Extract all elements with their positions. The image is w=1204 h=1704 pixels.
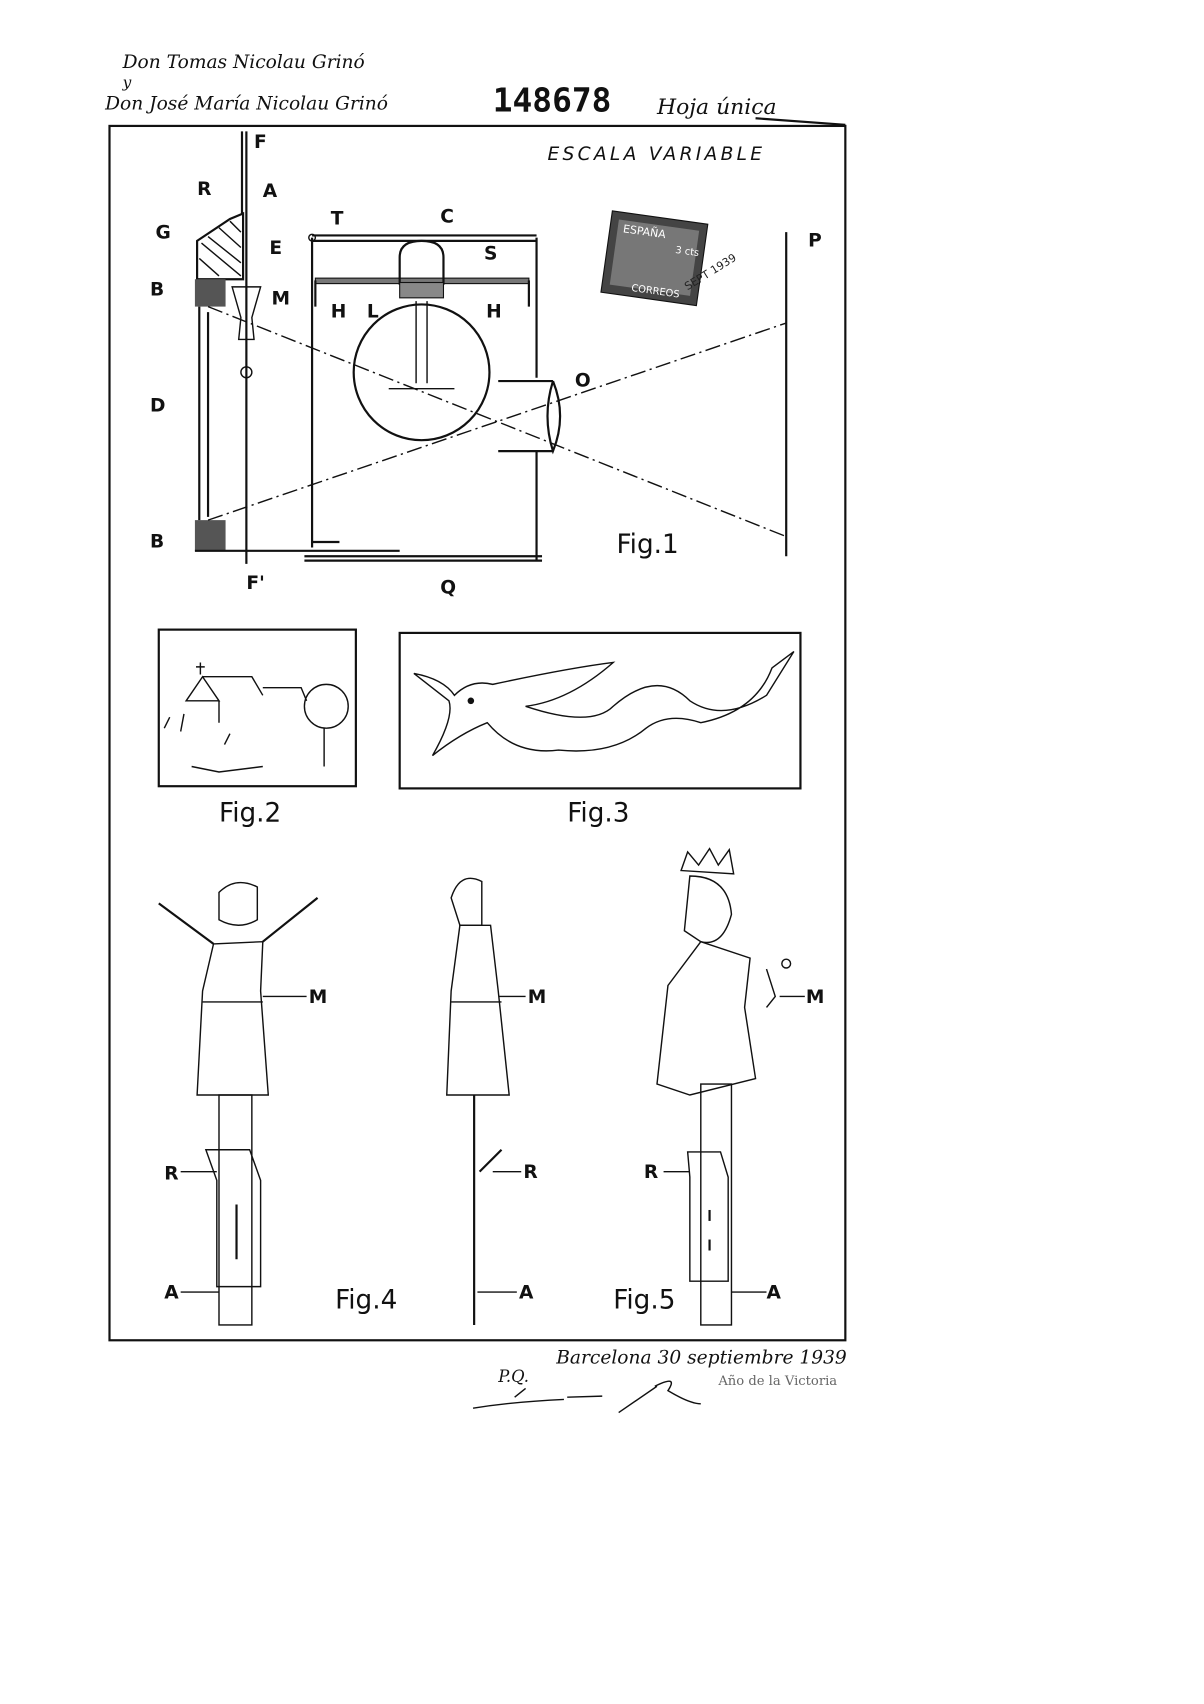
fig3-caption: Fig.3: [567, 798, 629, 828]
underline: [755, 117, 846, 126]
applicant-line-2: Don José María Nicolau Grinó: [104, 94, 388, 115]
year-stamp: Año de la Victoria: [717, 1374, 837, 1389]
drawing-label: E: [269, 238, 282, 259]
drawing-label: O: [575, 371, 591, 392]
drawing-label: 3 cts: [675, 245, 700, 259]
fig2-caption: Fig.2: [219, 798, 281, 828]
initials: P.Q.: [497, 1367, 529, 1386]
drawing-label: B: [150, 532, 164, 553]
fig4-caption: Fig.4: [335, 1286, 397, 1316]
drawing-label: M: [272, 288, 291, 309]
drawing-label: M: [528, 987, 547, 1008]
drawing-label: A: [767, 1283, 782, 1304]
drawing-label: A: [519, 1283, 534, 1304]
drawing-label: C: [440, 206, 454, 227]
fig1-caption: Fig.1: [616, 530, 678, 560]
drawing-label: R: [164, 1163, 178, 1184]
drawing-label: M: [806, 987, 825, 1008]
figure-5: M R A Fig.5: [613, 847, 825, 1326]
drawing-label: H: [486, 302, 502, 323]
drawing-label: ESPAÑA: [622, 222, 667, 241]
patent-number: 148678: [493, 82, 612, 120]
drawing-label: P: [808, 230, 822, 251]
figure-2: Fig.2: [157, 628, 357, 828]
applicant-line-1: Don Tomas Nicolau Grinó: [122, 52, 365, 73]
signature: [472, 1380, 701, 1414]
sheet-note: Hoja única: [656, 95, 777, 120]
figure-3: Fig.3: [398, 631, 802, 828]
drawing-label: B: [150, 280, 164, 301]
postage-stamp: ESPAÑA 3 cts CORREOS SEPT 1939: [600, 210, 739, 307]
drawing-label: A: [263, 181, 278, 202]
drawing-label: T: [331, 208, 344, 229]
drawing-label: R: [644, 1162, 658, 1183]
fig5-caption: Fig.5: [613, 1286, 675, 1316]
place-date: Barcelona 30 septiembre 1939: [555, 1347, 847, 1368]
figure-4-front: M R A Fig.4: [158, 881, 397, 1326]
conjunction: y: [122, 74, 132, 92]
drawing-label: F': [246, 573, 264, 594]
drawing-frame: [108, 124, 847, 1342]
drawing-label: S: [484, 244, 497, 265]
scale-note: ESCALA VARIABLE: [548, 144, 766, 165]
drawing-label: H: [331, 302, 347, 323]
drawing-label: F: [254, 132, 267, 153]
drawing-label: G: [155, 223, 170, 244]
drawing-label: D: [150, 396, 165, 417]
drawing-label: R: [197, 179, 211, 200]
drawing-label: Q: [440, 577, 456, 598]
figure-4-side: M R A: [446, 877, 547, 1325]
drawing-label: R: [523, 1162, 537, 1183]
figure-1: ESPAÑA 3 cts CORREOS SEPT 1939 F R A G E…: [150, 131, 822, 598]
drawing-label: A: [164, 1283, 179, 1304]
drawing-label: M: [309, 987, 328, 1008]
drawing-label: L: [367, 302, 379, 323]
